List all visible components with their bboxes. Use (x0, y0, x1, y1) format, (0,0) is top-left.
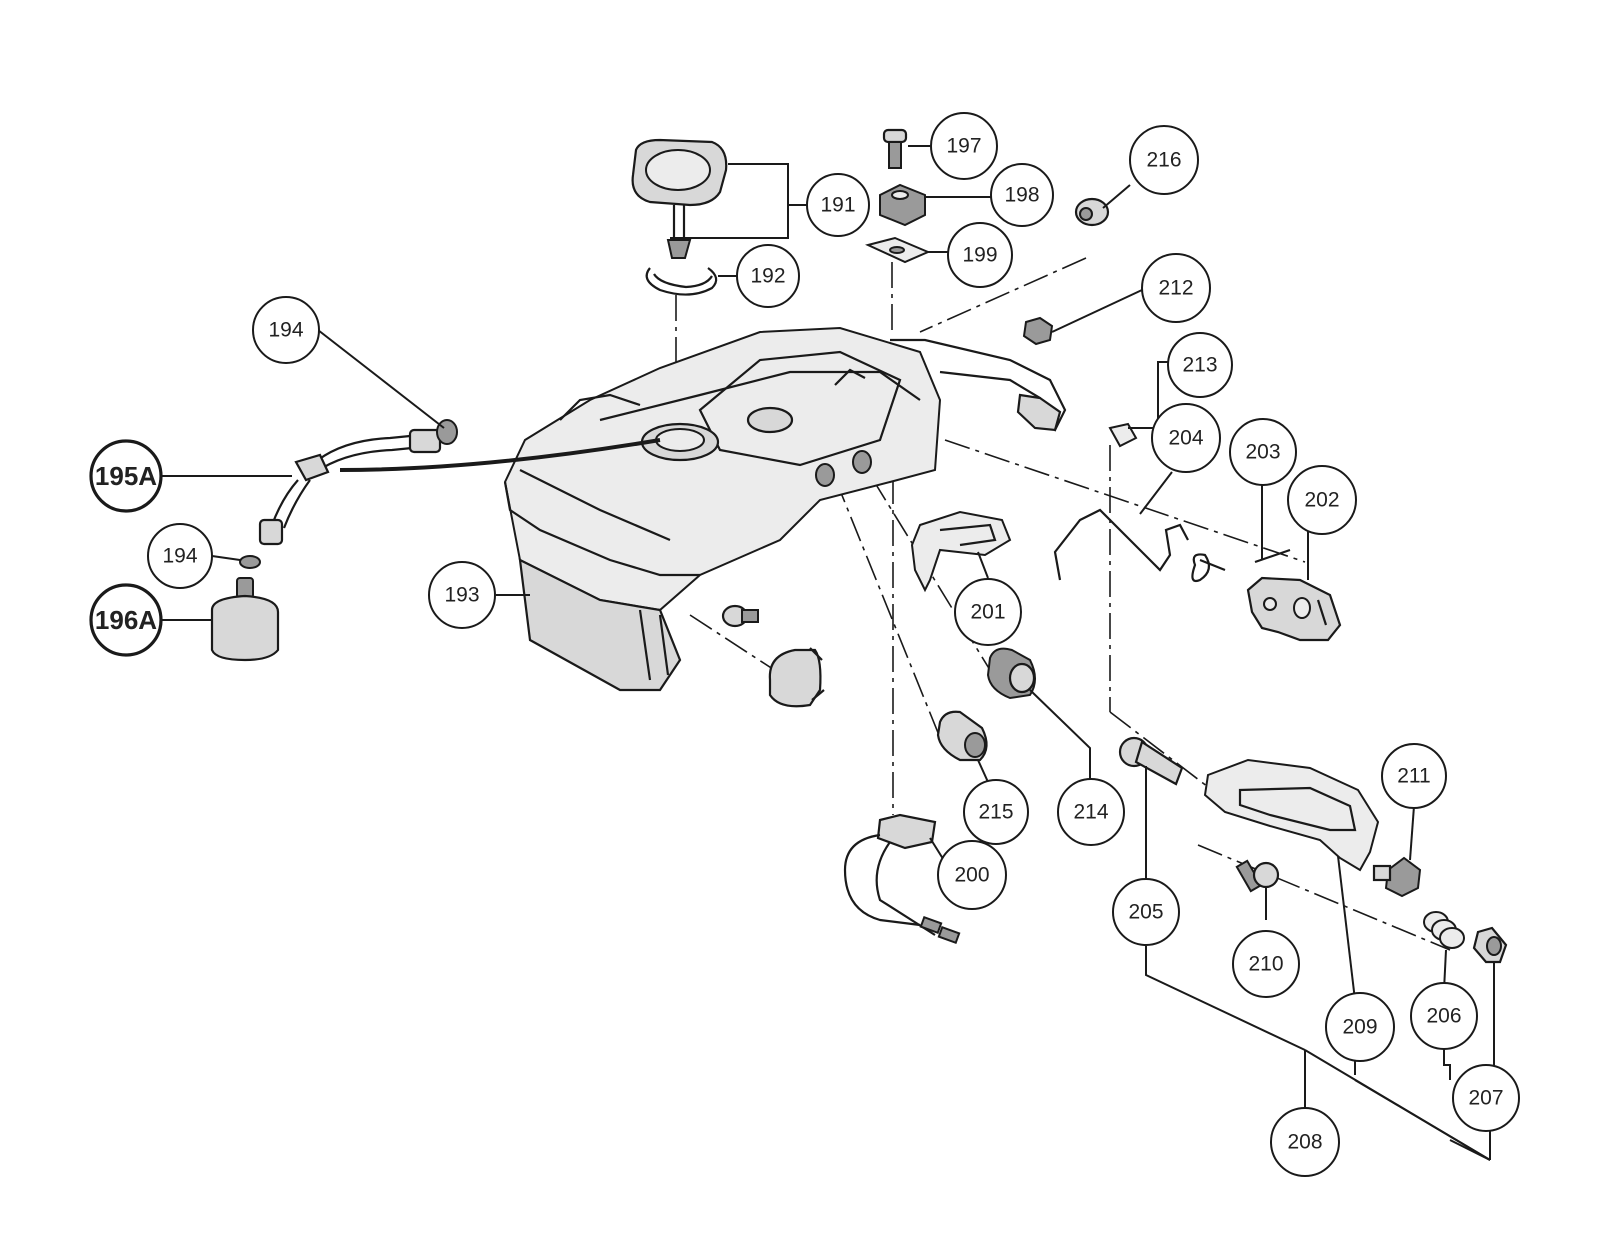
svg-text:214: 214 (1073, 801, 1108, 824)
svg-text:194: 194 (162, 545, 197, 568)
screw-197 (882, 128, 908, 169)
callout-196a: 196A (89, 583, 163, 657)
callout-204: 204 (1151, 403, 1221, 473)
svg-text:207: 207 (1468, 1087, 1503, 1110)
pin-205 (1118, 736, 1184, 786)
nut-212 (1022, 316, 1054, 346)
svg-text:197: 197 (946, 135, 981, 158)
svg-text:196A: 196A (95, 605, 157, 635)
callout-215: 215 (963, 779, 1029, 845)
callout-202: 202 (1287, 465, 1357, 535)
svg-text:212: 212 (1158, 277, 1193, 300)
svg-text:205: 205 (1128, 901, 1163, 924)
callout-214: 214 (1057, 778, 1125, 846)
leader-lines (162, 145, 1495, 1161)
svg-text:215: 215 (978, 801, 1013, 824)
callout-194-top: 194 (252, 296, 320, 364)
callout-206: 206 (1410, 982, 1478, 1050)
svg-text:203: 203 (1245, 441, 1280, 464)
svg-text:195A: 195A (95, 461, 157, 491)
callout-192: 192 (736, 244, 800, 308)
callout-208: 208 (1270, 1107, 1340, 1177)
bushing-215 (936, 710, 988, 762)
svg-text:191: 191 (820, 194, 855, 217)
callout-205: 205 (1112, 878, 1180, 946)
cap-retainer-ring (645, 267, 718, 296)
callout-194-bottom: 194 (147, 523, 213, 589)
grommet-216 (1074, 197, 1110, 227)
svg-text:210: 210 (1248, 953, 1283, 976)
svg-text:200: 200 (954, 864, 989, 887)
callout-197: 197 (930, 112, 998, 180)
handle-209 (1203, 758, 1380, 872)
callout-207: 207 (1452, 1064, 1520, 1132)
callout-210: 210 (1232, 930, 1300, 998)
callout-213: 213 (1167, 332, 1233, 398)
callout-211: 211 (1381, 743, 1447, 809)
callout-201: 201 (954, 578, 1022, 646)
callouts: 191 192 193 194 194 195A 196A 197 (89, 112, 1520, 1177)
spring-206 (1423, 911, 1465, 949)
bolt-211 (1372, 856, 1422, 898)
callout-209: 209 (1325, 992, 1395, 1062)
screw-210 (1235, 859, 1280, 893)
svg-text:198: 198 (1004, 184, 1039, 207)
svg-text:213: 213 (1182, 354, 1217, 377)
svg-text:202: 202 (1304, 489, 1339, 512)
lever-202 (1246, 576, 1342, 642)
svg-text:209: 209 (1342, 1016, 1377, 1039)
bushing-207 (1472, 926, 1508, 964)
bushing-214 (986, 647, 1036, 700)
callout-212: 212 (1141, 253, 1211, 323)
svg-text:204: 204 (1168, 427, 1203, 450)
callout-203: 203 (1229, 418, 1297, 486)
gasket-199 (865, 236, 931, 264)
svg-text:208: 208 (1287, 1131, 1322, 1154)
cover-198 (879, 183, 926, 227)
svg-text:206: 206 (1426, 1005, 1461, 1028)
wire-204 (1053, 508, 1189, 581)
grommet-194-top (436, 419, 458, 445)
callout-191: 191 (806, 173, 870, 237)
grommet-194-bottom (239, 555, 261, 569)
callout-199: 199 (947, 222, 1013, 288)
clip-213 (1108, 422, 1138, 448)
spring-203 (1191, 548, 1291, 583)
fuel-filter (210, 577, 280, 662)
screw-left (721, 604, 759, 628)
svg-text:201: 201 (970, 601, 1005, 624)
svg-text:211: 211 (1397, 765, 1430, 788)
callout-195a: 195A (89, 439, 163, 513)
fuel-hose (258, 428, 661, 546)
svg-text:192: 192 (750, 265, 785, 288)
callout-200: 200 (937, 840, 1007, 910)
svg-text:216: 216 (1146, 149, 1181, 172)
svg-text:199: 199 (962, 244, 997, 267)
bushing-201 (910, 510, 1012, 593)
callout-193: 193 (428, 561, 496, 629)
callout-216: 216 (1129, 125, 1199, 195)
callout-198: 198 (990, 163, 1054, 227)
switch-200 (843, 813, 961, 945)
svg-text:194: 194 (268, 319, 303, 342)
svg-text:193: 193 (444, 584, 479, 607)
mount-left (768, 647, 825, 708)
fuel-cap (631, 138, 728, 259)
